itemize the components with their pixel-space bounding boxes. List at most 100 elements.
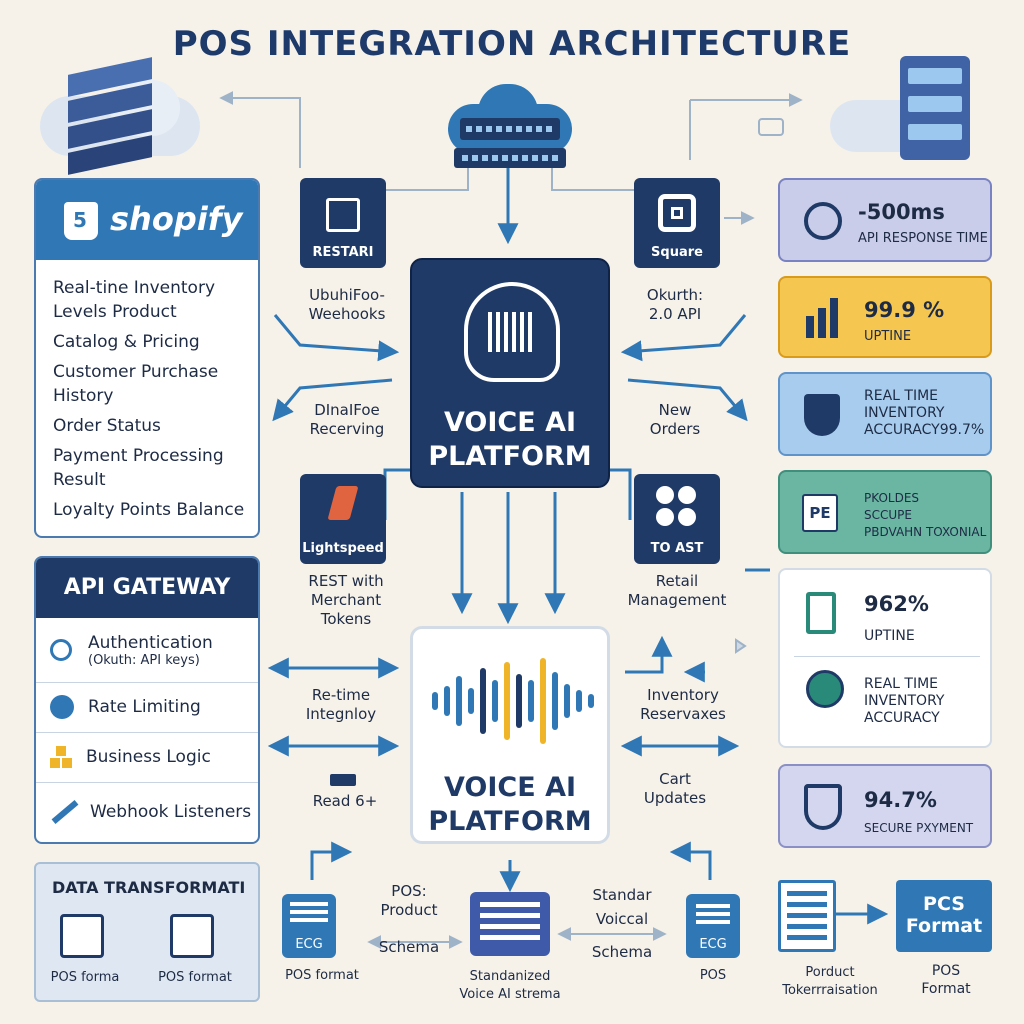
server-stack-icon <box>40 57 200 175</box>
bottom-label-pos-format: POS format <box>285 968 359 983</box>
shopify-card: 5 shopify Real-tine Inventory Levels Pro… <box>34 178 260 538</box>
toast-pos-icon[interactable]: TO AST <box>634 474 720 564</box>
metric-label: API RESPONSE TIME <box>858 231 988 246</box>
pos-icon-label: RESTARI <box>312 245 374 260</box>
shield-check-icon <box>804 394 840 436</box>
waveform-icon <box>429 653 597 749</box>
list-item: Catalog & Pricing <box>53 332 200 352</box>
document-icon <box>170 914 214 958</box>
metric-uptime: 99.9 % UPTINE <box>778 276 992 358</box>
clock-icon <box>50 695 74 719</box>
metric-value: 962% <box>864 592 929 616</box>
stopwatch-icon <box>804 202 842 240</box>
metric-protocol: PE PKOLDES SCCUPE PBDVAHN TOXONIAL <box>778 470 992 554</box>
shopify-data-list: Real-tine Inventory Levels Product Catal… <box>53 278 250 530</box>
pos-icon-label: Lightspeed <box>302 541 384 556</box>
pos-icon-label: TO AST <box>650 541 704 556</box>
ecg-doc-icon: ECG <box>686 894 740 958</box>
gateway-item-label: Webhook Listeners <box>90 802 252 822</box>
metric-value: 94.7% <box>864 788 937 812</box>
tag-icon <box>330 774 356 786</box>
flow-label-oauth: Okurth:2.0 API <box>646 286 704 323</box>
square-pos-icon[interactable]: Square <box>634 178 720 268</box>
data-transform-card: DATA TRANSFORMATI POS forma POS format <box>34 862 260 1002</box>
gateway-item-label: Authentication <box>88 632 213 653</box>
metric-group-card: 962% UPTINE REAL TIME INVENTORY ACCURACY <box>778 568 992 748</box>
list-item: Loyalty Points Balance <box>53 500 245 520</box>
metric-label: REAL TIME INVENTORY ACCURACY99.7% <box>864 388 985 438</box>
pe-badge-icon: PE <box>802 494 838 532</box>
api-gateway-card: API GATEWAY Authentication (Okuth: API k… <box>34 556 260 844</box>
shopify-bag-icon: 5 <box>64 202 98 240</box>
document-icon <box>60 914 104 958</box>
flow-label-read: Read 6+ <box>312 792 378 810</box>
data-transform-title: DATA TRANSFORMATI <box>52 878 246 897</box>
list-item: Real-tine Inventory <box>53 278 216 298</box>
ai-head-icon <box>464 282 560 382</box>
api-gateway-title: API GATEWAY <box>36 558 258 618</box>
restart-pos-icon[interactable]: RESTARI <box>300 178 386 268</box>
connector-node <box>758 118 784 136</box>
blocks-icon <box>50 746 72 768</box>
metric-value: -500ms <box>858 200 945 224</box>
bar-chart-icon <box>830 298 838 338</box>
server-tower-icon <box>830 56 980 166</box>
gateway-item-sub: (Okuth: API keys) <box>88 652 200 668</box>
metric-value: 99.9 % <box>864 298 945 322</box>
hourglass-icon <box>806 592 836 634</box>
gateway-item-rate-limiting: Rate Limiting <box>36 682 258 731</box>
page-title: POS INTEGRATION ARCHITECTURE <box>172 24 852 64</box>
schema-table-icon <box>470 892 550 956</box>
gateway-item-label: Rate Limiting <box>88 697 201 717</box>
list-item: Customer Purchase <box>53 362 219 382</box>
metric-label: UPTINE <box>864 628 915 644</box>
metric-label: REAL TIME INVENTORY ACCURACY <box>864 676 945 726</box>
metric-label: SECURE PXYMENT <box>864 821 974 835</box>
list-item: Order Status <box>53 416 161 436</box>
metric-label: UPTINE <box>864 329 912 344</box>
lightspeed-pos-icon[interactable]: Lightspeed <box>300 474 386 564</box>
from-format-label: POS forma <box>50 970 120 985</box>
spreadsheet-icon <box>778 880 836 952</box>
pos-icon-label: Square <box>651 245 703 260</box>
metric-response-time: -500ms API RESPONSE TIME <box>778 178 992 262</box>
flow-label-webhooks: UbuhiFoo-Weehooks <box>308 286 386 323</box>
ecg-doc-icon: ECG <box>282 894 336 958</box>
metric-secure-payment: 94.7% SECURE PXYMENT <box>778 764 992 848</box>
metric-inventory-accuracy: REAL TIME INVENTORY ACCURACY99.7% <box>778 372 992 456</box>
gateway-item-authentication: Authentication (Okuth: API keys) <box>36 620 258 680</box>
to-format-label: POS format <box>158 970 232 985</box>
shopify-header: 5 shopify <box>36 180 258 260</box>
check-circle-icon <box>806 670 844 708</box>
shopify-logo-text: shopify <box>110 200 243 238</box>
webhook-icon <box>51 800 79 824</box>
gateway-item-webhook: Webhook Listeners <box>36 782 258 841</box>
gateway-item-business-logic: Business Logic <box>36 732 258 781</box>
gateway-item-label: Business Logic <box>86 747 211 767</box>
list-item: Result <box>53 470 106 490</box>
list-item: Payment Processing <box>53 446 224 466</box>
voice-wave-icon <box>488 312 536 352</box>
target-icon <box>50 639 72 661</box>
cloud-server-icon <box>440 78 580 170</box>
shield-e-icon <box>804 784 842 830</box>
bottom-label-pos: POS <box>699 968 727 983</box>
list-item: Levels Product <box>53 302 177 322</box>
